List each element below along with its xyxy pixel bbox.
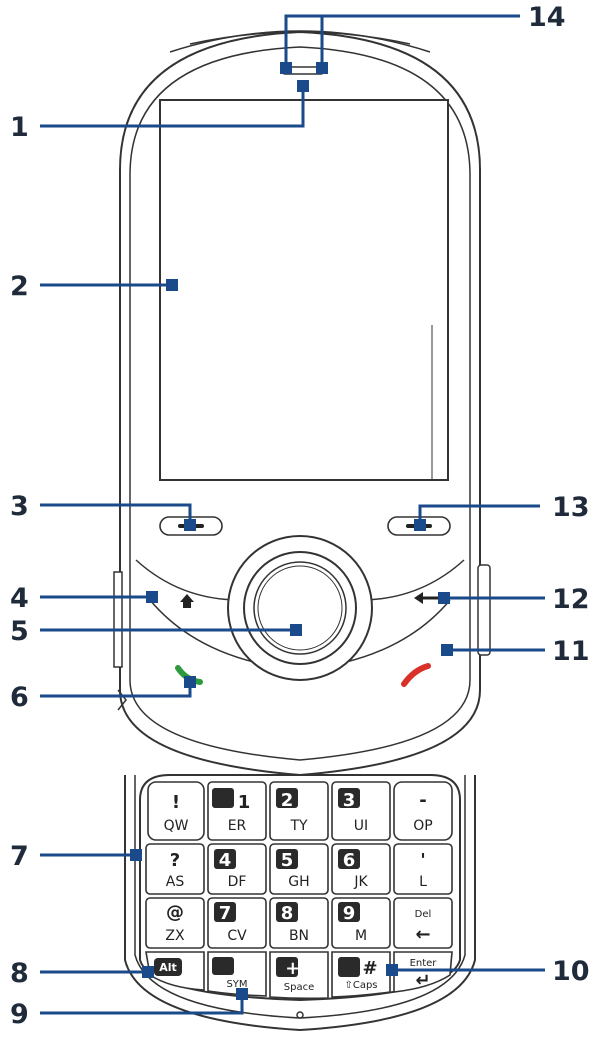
svg-text:AS: AS bbox=[166, 874, 185, 890]
svg-text:Del: Del bbox=[415, 909, 432, 920]
svg-text:9: 9 bbox=[343, 903, 356, 924]
svg-text:JK: JK bbox=[353, 874, 368, 890]
keyboard: ! QW 1 ER 2 TY 3 UI - OP ? bbox=[145, 781, 453, 1000]
svg-text:1: 1 bbox=[238, 792, 251, 813]
end-call-icon[interactable] bbox=[401, 663, 431, 687]
callout-leaders bbox=[40, 14, 545, 1015]
svg-text:OP: OP bbox=[413, 818, 432, 834]
callout-3: 3 bbox=[10, 491, 29, 522]
svg-text:+0: +0 bbox=[285, 958, 313, 979]
svg-text:ZX: ZX bbox=[165, 928, 185, 944]
key-er[interactable]: 1 ER bbox=[207, 781, 267, 841]
svg-text:DF: DF bbox=[228, 874, 247, 890]
key-alt[interactable]: Alt bbox=[145, 951, 205, 991]
svg-text:Space: Space bbox=[284, 982, 314, 993]
svg-text:←: ← bbox=[415, 924, 430, 945]
svg-text:2: 2 bbox=[281, 790, 294, 811]
key-m[interactable]: 9 M bbox=[331, 897, 391, 949]
svg-text:M: M bbox=[355, 928, 367, 944]
key-enter[interactable]: Enter ↵ bbox=[393, 951, 453, 993]
svg-text:7: 7 bbox=[219, 903, 232, 924]
svg-text:Alt: Alt bbox=[159, 961, 177, 974]
key-jk[interactable]: 6 JK bbox=[331, 843, 391, 895]
callout-2: 2 bbox=[10, 271, 29, 302]
svg-text:L: L bbox=[419, 874, 427, 890]
back-arrow-icon[interactable] bbox=[414, 592, 438, 604]
svg-text:CV: CV bbox=[227, 928, 247, 944]
svg-text:GH: GH bbox=[288, 874, 309, 890]
svg-text:TY: TY bbox=[289, 818, 308, 834]
svg-text:4: 4 bbox=[219, 850, 232, 871]
key-l[interactable]: ' L bbox=[393, 843, 453, 895]
callout-11: 11 bbox=[552, 636, 590, 667]
key-qw[interactable]: ! QW bbox=[147, 781, 205, 841]
svg-text:QW: QW bbox=[164, 818, 189, 834]
callout-6: 6 bbox=[10, 682, 29, 713]
svg-text:6: 6 bbox=[343, 850, 356, 871]
callout-8: 8 bbox=[10, 958, 29, 989]
svg-text:': ' bbox=[420, 850, 426, 871]
svg-text:↵: ↵ bbox=[415, 970, 430, 991]
svg-text:UI: UI bbox=[354, 818, 368, 834]
svg-text:3: 3 bbox=[343, 790, 356, 811]
key-space[interactable]: +0 Space bbox=[269, 951, 329, 1000]
svg-text:#: # bbox=[362, 958, 377, 979]
key-as[interactable]: ? AS bbox=[145, 843, 205, 895]
key-cv[interactable]: 7 CV bbox=[207, 897, 267, 949]
svg-text:?: ? bbox=[170, 850, 180, 871]
svg-text:⇧Caps: ⇧Caps bbox=[344, 980, 377, 991]
key-df[interactable]: 4 DF bbox=[207, 843, 267, 895]
callout-5: 5 bbox=[10, 616, 29, 647]
key-caps[interactable]: # ⇧Caps bbox=[331, 951, 391, 998]
svg-text:8: 8 bbox=[281, 903, 294, 924]
svg-text:@: @ bbox=[166, 902, 184, 923]
callout-13: 13 bbox=[552, 492, 590, 523]
callout-10: 10 bbox=[552, 956, 590, 987]
key-del[interactable]: Del ← bbox=[393, 897, 453, 949]
svg-text:-: - bbox=[419, 790, 426, 811]
key-gh[interactable]: 5 GH bbox=[269, 843, 329, 895]
key-ty[interactable]: 2 TY bbox=[269, 781, 329, 841]
key-ui[interactable]: 3 UI bbox=[331, 781, 391, 841]
key-zx[interactable]: @ ZX bbox=[145, 897, 205, 949]
callout-9: 9 bbox=[10, 999, 29, 1030]
callout-12: 12 bbox=[552, 584, 590, 615]
svg-text:ER: ER bbox=[228, 818, 247, 834]
callout-14: 14 bbox=[528, 2, 566, 33]
callout-4: 4 bbox=[10, 583, 29, 614]
svg-text:SYM: SYM bbox=[226, 979, 247, 990]
home-icon[interactable] bbox=[180, 594, 194, 608]
svg-text:Enter: Enter bbox=[410, 958, 438, 969]
callout-numbers: 1 2 3 4 5 6 7 8 9 10 11 12 13 14 bbox=[10, 2, 590, 1030]
svg-text:5: 5 bbox=[281, 850, 294, 871]
center-button[interactable] bbox=[253, 561, 347, 655]
svg-text:!: ! bbox=[172, 792, 180, 813]
callout-1: 1 bbox=[10, 112, 29, 143]
svg-text:BN: BN bbox=[289, 928, 309, 944]
key-bn[interactable]: 8 BN bbox=[269, 897, 329, 949]
screen[interactable] bbox=[159, 99, 449, 481]
callout-7: 7 bbox=[10, 841, 29, 872]
key-op[interactable]: - OP bbox=[393, 781, 453, 841]
